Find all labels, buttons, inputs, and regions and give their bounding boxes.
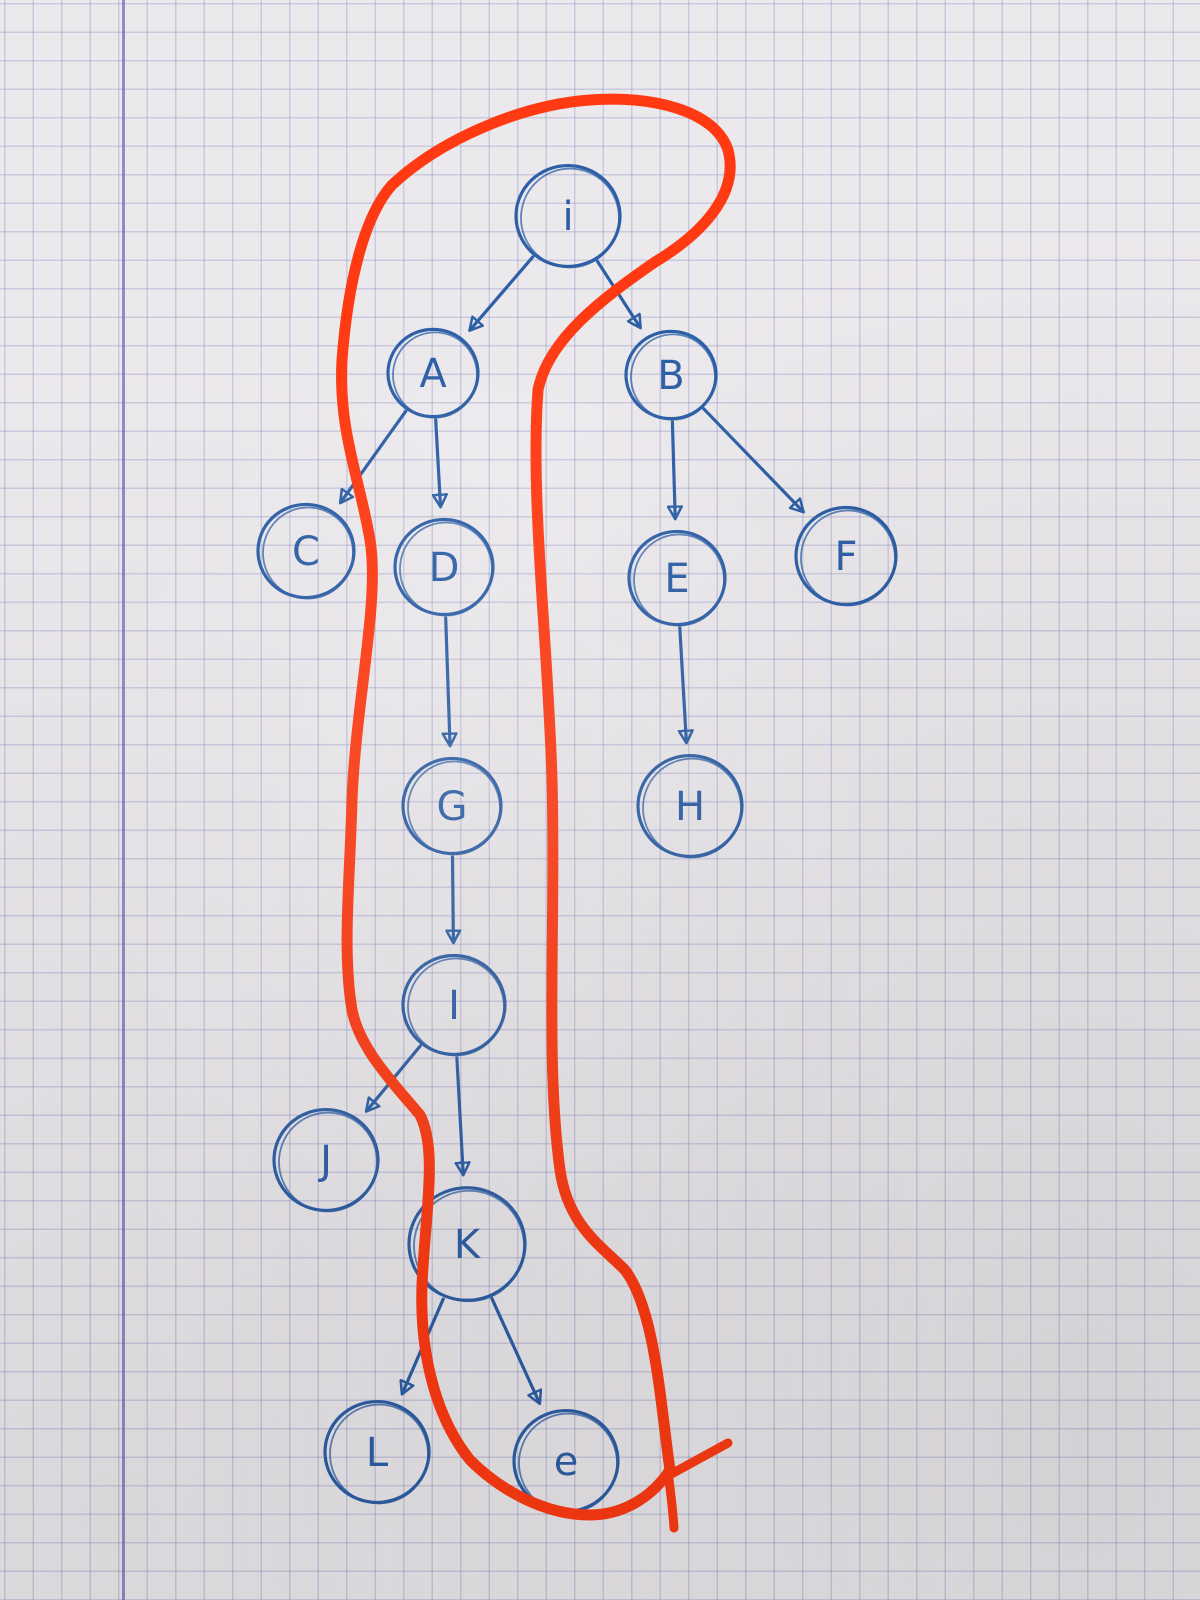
node-C: C	[256, 502, 356, 600]
edges-layer	[341, 255, 803, 1403]
node-I: I	[401, 953, 507, 1057]
edge-A-to-D	[436, 418, 441, 506]
node-label-B: B	[657, 353, 684, 399]
node-circle-stroke-L	[329, 1403, 429, 1505]
node-circle-stroke-F	[800, 509, 896, 607]
node-label-H: H	[675, 784, 705, 830]
node-circle-stroke-I	[407, 957, 505, 1057]
node-circle-stroke-G	[407, 760, 501, 856]
node-label-F: F	[834, 534, 857, 580]
edge-B-to-E	[672, 420, 675, 518]
node-J: J	[272, 1107, 380, 1213]
node-label-e: e	[554, 1439, 579, 1485]
node-circle-E	[627, 529, 727, 627]
node-circle-I	[401, 953, 507, 1057]
node-circle-stroke-C	[262, 506, 354, 600]
node-circle-F	[794, 505, 898, 607]
node-B: B	[624, 329, 718, 421]
highlighted-path-tail-mark	[659, 1438, 733, 1533]
node-label-J: J	[317, 1138, 332, 1184]
node-i: i	[514, 163, 622, 269]
node-label-C: C	[292, 529, 320, 575]
highlighted-path-outline	[336, 93, 736, 1521]
node-K: K	[407, 1186, 527, 1303]
node-A: A	[386, 327, 480, 419]
node-label-D: D	[429, 545, 460, 591]
node-circle-L	[323, 1399, 431, 1505]
notebook-margin-line	[122, 0, 125, 1600]
node-circle-stroke-A	[392, 331, 478, 419]
node-label-L: L	[366, 1430, 389, 1476]
node-G: G	[401, 756, 503, 856]
node-circle-stroke-i	[520, 167, 620, 269]
node-circle-G	[401, 756, 503, 856]
node-label-G: G	[437, 784, 468, 830]
edge-E-to-H	[680, 626, 687, 742]
edge-A-to-C	[341, 409, 408, 502]
node-circle-stroke-E	[633, 533, 725, 627]
node-circle-B	[624, 329, 718, 421]
node-circle-stroke-D	[399, 521, 493, 617]
edge-D-to-G	[446, 616, 450, 745]
node-circle-A	[386, 327, 480, 419]
node-L: L	[323, 1399, 431, 1505]
node-circle-H	[636, 753, 744, 859]
edge-G-to-I	[453, 855, 454, 942]
node-circle-K	[407, 1186, 527, 1302]
node-circle-stroke-K	[413, 1189, 525, 1303]
node-circle-D	[393, 517, 495, 617]
edge-B-to-F	[702, 407, 803, 512]
node-F: F	[794, 505, 898, 607]
edge-K-to-e	[490, 1296, 540, 1403]
node-circle-C	[256, 502, 356, 600]
node-label-I: I	[448, 983, 460, 1029]
node-circle-stroke-J	[278, 1111, 378, 1213]
node-e: e	[512, 1408, 620, 1514]
node-circle-stroke-H	[642, 757, 742, 859]
node-H: H	[636, 753, 744, 859]
node-label-i: i	[562, 194, 573, 240]
node-label-A: A	[419, 351, 447, 397]
node-D: D	[393, 517, 495, 617]
node-circle-J	[272, 1107, 380, 1213]
node-circle-i	[514, 163, 622, 269]
node-label-K: K	[454, 1222, 482, 1268]
node-circle-stroke-B	[630, 333, 716, 421]
edge-i-to-A	[470, 255, 535, 330]
node-E: E	[627, 529, 727, 627]
node-label-E: E	[664, 556, 689, 602]
edge-I-to-K	[457, 1056, 463, 1174]
